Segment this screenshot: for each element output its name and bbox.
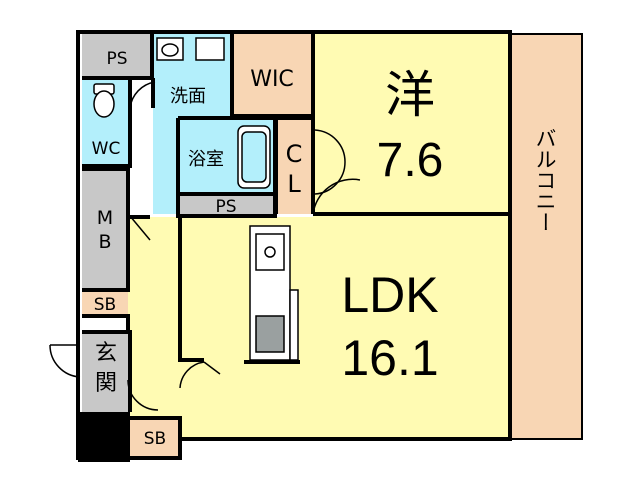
entrance-step: [78, 412, 130, 462]
wc-label: WC: [92, 139, 121, 159]
sb-bottom-area: [130, 418, 180, 458]
mb-area: [82, 170, 128, 288]
balcony-label: バルコニー: [533, 128, 557, 233]
closet-area: [276, 118, 313, 214]
closet-label-l: L: [287, 170, 301, 198]
washbasin-fixture: [156, 37, 225, 61]
western-room-size: 7.6: [377, 134, 444, 187]
wic-area: [232, 34, 313, 116]
wash-label: 洗面: [170, 86, 206, 107]
sb-mid-label: SB: [94, 295, 116, 315]
ldk-size: 16.1: [341, 330, 438, 386]
hallway-area: [128, 217, 180, 417]
entrance-label-1: 玄: [95, 341, 117, 366]
western-room-label: 洋: [385, 67, 435, 123]
bathtub-fixture: [237, 125, 271, 189]
walls: [76, 30, 512, 460]
ps-bath-area: [178, 194, 275, 216]
ldk-area: [180, 217, 508, 437]
wic-label: WIC: [250, 67, 294, 92]
mb-label-m: M: [97, 207, 113, 229]
ps-top-label: PS: [106, 49, 127, 69]
balcony-area: [507, 33, 583, 440]
entrance-label-2: 関: [95, 371, 117, 396]
closet-label-c: C: [286, 140, 303, 168]
toilet-fixture: [93, 83, 115, 118]
sb-bottom-label: SB: [144, 429, 166, 449]
door-swings: [49, 81, 508, 411]
entrance-area: [82, 332, 130, 412]
sb-mid-area: [82, 290, 128, 316]
bath-label: 浴室: [188, 149, 224, 170]
ps-top-area: [82, 34, 152, 78]
western-room-area: [313, 34, 508, 217]
ps-bath-label: PS: [215, 197, 236, 217]
mb-label-b: B: [98, 231, 111, 253]
kitchen-counter: [244, 225, 300, 364]
ldk-label: LDK: [341, 267, 438, 323]
